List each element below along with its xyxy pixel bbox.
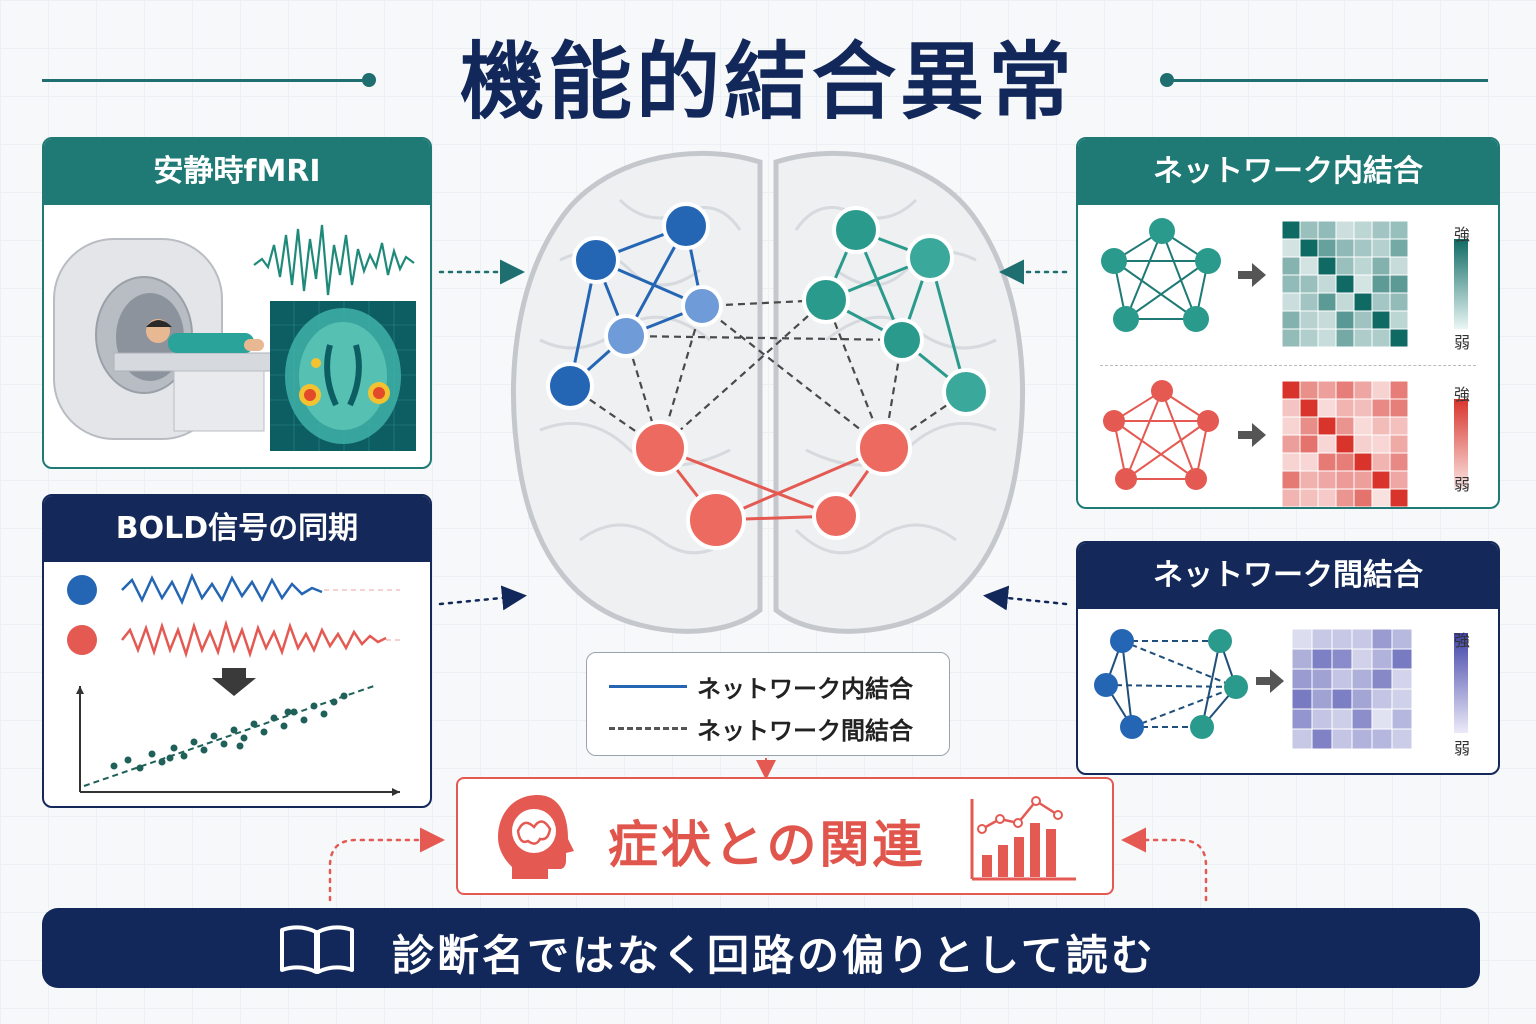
blue-region-dot bbox=[67, 575, 97, 605]
open-book-icon bbox=[280, 925, 354, 974]
title-dot-right bbox=[1160, 73, 1174, 87]
teal-scale-weak: 弱 bbox=[1454, 333, 1471, 352]
within-network-red bbox=[1103, 380, 1468, 507]
page-title: 機能的結合異常 bbox=[459, 33, 1076, 131]
red-node-1 bbox=[632, 420, 688, 476]
footer-message: 診断名ではなく回路の偏りとして読む bbox=[392, 931, 1156, 980]
panel-bold-sync: BOLD信号の同期 bbox=[42, 494, 432, 808]
bold-signal-wave bbox=[253, 224, 415, 296]
teal-node-2 bbox=[906, 234, 954, 282]
blue-node-3 bbox=[681, 285, 723, 327]
purple-connectivity-matrix bbox=[1291, 628, 1413, 750]
brain-activation-map bbox=[270, 301, 416, 451]
arrow-between-to-brain bbox=[983, 585, 1068, 611]
blue-signal-wave bbox=[121, 572, 323, 606]
red-node-2 bbox=[856, 420, 912, 476]
teal-connectivity-matrix bbox=[1281, 220, 1409, 348]
between-network-illustration bbox=[1094, 628, 1468, 750]
mri-scanner-icon bbox=[53, 238, 315, 440]
within-network-teal bbox=[1101, 218, 1468, 348]
panel-resting-fmri: 安静時fMRI bbox=[42, 137, 432, 469]
teal-node-1 bbox=[832, 206, 880, 254]
matrix-cell bbox=[1391, 728, 1413, 750]
legend-between-label: ネットワーク間結合 bbox=[697, 717, 913, 745]
panel-between-network-title: ネットワーク間結合 bbox=[1078, 543, 1498, 609]
matrix-cell bbox=[1389, 328, 1409, 348]
red-node-4 bbox=[812, 492, 860, 540]
head-brain-icon bbox=[498, 795, 574, 879]
red-scale-weak: 弱 bbox=[1454, 475, 1471, 494]
panel-resting-fmri-title: 安静時fMRI bbox=[44, 139, 430, 205]
fmri-illustration bbox=[53, 224, 416, 451]
purple-scale-strong: 強 bbox=[1454, 631, 1471, 650]
red-node-3 bbox=[686, 490, 746, 550]
symptom-label: 症状との関連 bbox=[608, 816, 926, 874]
purple-scale-weak: 弱 bbox=[1454, 739, 1471, 758]
legend-box: ネットワーク内結合 ネットワーク間結合 bbox=[586, 652, 950, 756]
legend-dashed-line bbox=[609, 727, 687, 730]
matrix-cell bbox=[1389, 488, 1409, 507]
right-arrow-icon bbox=[1238, 263, 1266, 287]
panel-bold-sync-title: BOLD信号の同期 bbox=[44, 496, 430, 562]
arrow-bold-to-brain bbox=[438, 585, 527, 611]
title-rule-left bbox=[42, 79, 368, 82]
rising-chart-icon bbox=[970, 796, 1076, 881]
brain-nodes bbox=[546, 202, 990, 550]
legend-within-label: ネットワーク内結合 bbox=[697, 675, 913, 703]
panel-within-network-title: ネットワーク内結合 bbox=[1078, 139, 1498, 205]
red-region-dot bbox=[67, 625, 97, 655]
teal-node-4 bbox=[880, 318, 924, 362]
blue-node-4 bbox=[604, 314, 648, 358]
symptom-association-box: 症状との関連 bbox=[456, 777, 1114, 895]
red-scale-bar bbox=[1454, 399, 1468, 489]
arrow-footer-to-symptom-left bbox=[328, 827, 445, 902]
trend-line bbox=[83, 685, 375, 787]
teal-node-5 bbox=[942, 368, 990, 416]
blue-node-5 bbox=[546, 362, 594, 410]
bold-sync-illustration bbox=[67, 572, 400, 796]
legend-solid-line bbox=[609, 685, 687, 688]
scatter-points bbox=[110, 692, 348, 772]
purple-scale-bar bbox=[1454, 633, 1468, 733]
panel-between-network: ネットワーク間結合 強 弱 bbox=[1076, 541, 1500, 775]
teal-scale-strong: 強 bbox=[1454, 225, 1471, 244]
teal-node-3 bbox=[802, 276, 850, 324]
footer-banner: 診断名ではなく回路の偏りとして読む bbox=[42, 908, 1480, 988]
panel-within-network: ネットワーク内結合 強 弱 bbox=[1076, 137, 1500, 509]
red-connectivity-matrix bbox=[1281, 380, 1409, 507]
right-arrow-icon-2 bbox=[1238, 423, 1266, 447]
red-scale-strong: 強 bbox=[1454, 385, 1471, 404]
blue-node-1 bbox=[572, 236, 620, 284]
arrow-footer-to-symptom-right bbox=[1121, 827, 1208, 902]
right-arrow-icon-3 bbox=[1256, 669, 1284, 693]
down-arrow-icon bbox=[212, 668, 256, 696]
panel-divider bbox=[1100, 365, 1476, 366]
blue-node-2 bbox=[662, 202, 710, 250]
title-rule-right bbox=[1168, 79, 1488, 82]
red-signal-wave bbox=[121, 619, 387, 659]
title-dot-left bbox=[362, 73, 376, 87]
teal-scale-bar bbox=[1454, 239, 1468, 329]
